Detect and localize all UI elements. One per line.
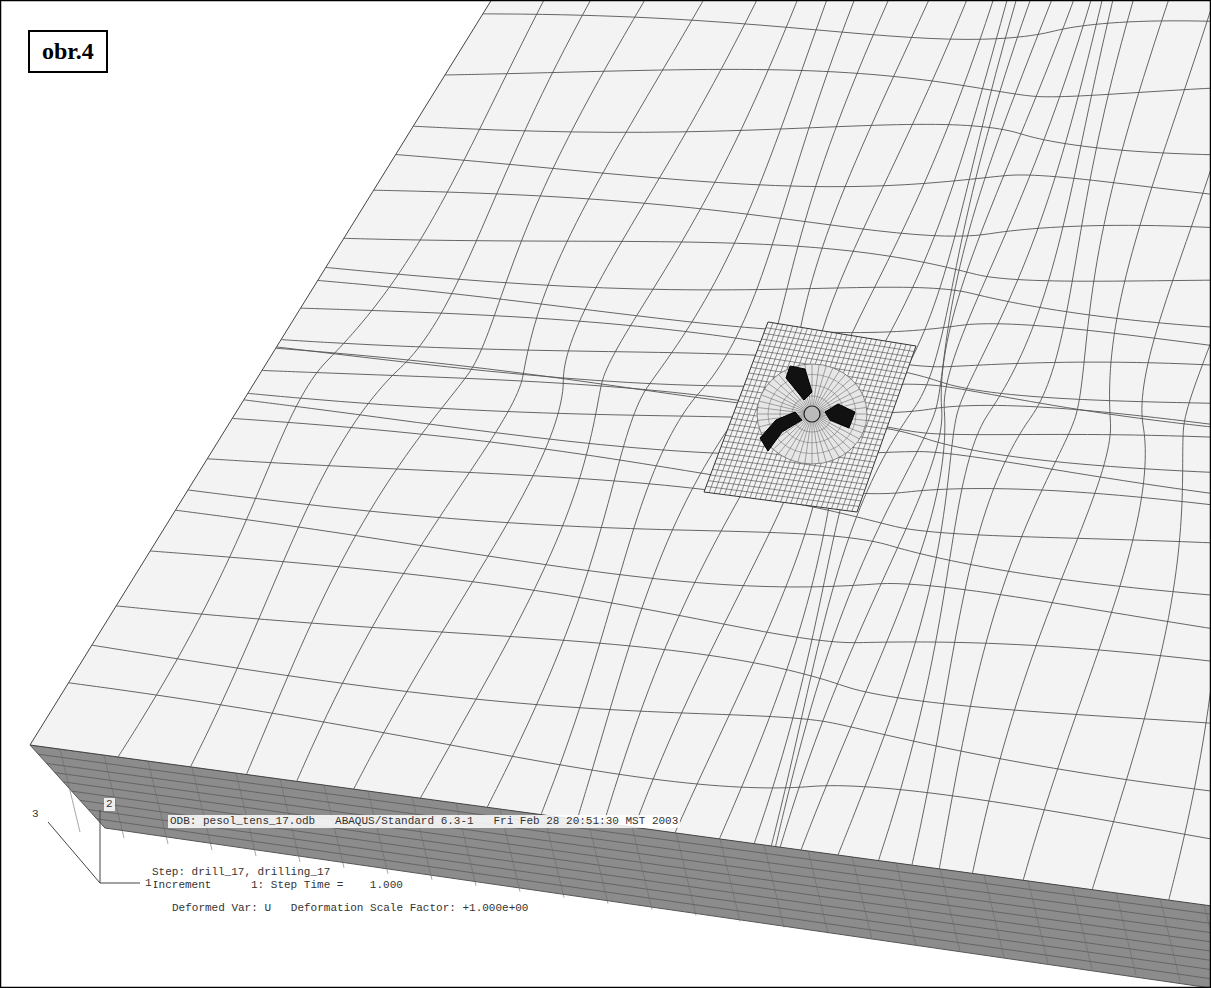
drill-blade <box>760 412 802 451</box>
axis-triad <box>48 810 140 883</box>
axis-label: 1 <box>143 877 154 890</box>
figure-number: obr.4 <box>42 38 94 65</box>
drill-blade <box>825 404 855 428</box>
refined-mesh-patch <box>704 322 916 512</box>
deformation-info: Deformed Var: U Deformation Scale Factor… <box>170 902 530 915</box>
model-info: ODB: pesol_tens_17.odb ABAQUS/Standard 6… <box>168 815 680 828</box>
figure-label-box: obr.4 <box>28 30 108 73</box>
drill-blade <box>786 366 812 400</box>
axis-label: 2 <box>104 798 115 811</box>
step-info: Step: drill_17, drilling_17 <box>150 866 332 879</box>
coarse-mesh <box>69 0 1211 910</box>
axis-label: 3 <box>30 808 41 821</box>
increment-info: Increment 1: Step Time = 1.000 <box>150 879 405 892</box>
plate-top-face <box>30 0 1211 918</box>
